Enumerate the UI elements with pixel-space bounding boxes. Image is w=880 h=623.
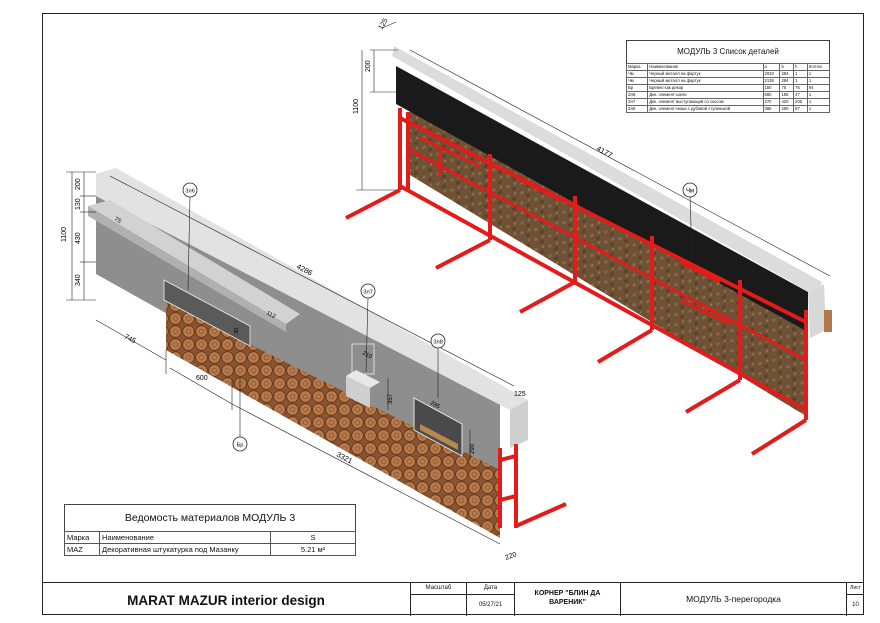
dim-slot: 30 [234,328,240,334]
parts-list-title: МОДУЛЬ 3 Список деталей [626,40,830,63]
plaster-end [510,400,528,448]
drawing-name: МОДУЛЬ 3-перегородка [686,594,781,604]
block-el7-top [346,370,380,388]
project-name: КОРНЕР "БЛИН ДА ВАРЕНИК" [534,590,601,606]
dim-front-h3: 430 [75,232,82,244]
callout-el7: Зл7 [360,283,376,299]
parts-list-table: МОДУЛЬ 3 Список деталей Марка Наименован… [625,40,831,113]
dim-shelf-112: 112 [265,310,277,320]
sheet-label: Лист [847,583,864,595]
dim-front-h1: 200 [75,178,82,190]
dim-front-h2: 130 [75,198,82,210]
date-cell: Дата 05/27/21 [466,583,514,616]
front-dimensions [66,171,515,545]
parts-header-name: Наименование [647,63,764,71]
dim-niche7-w: 210 [361,350,373,360]
dim-front-total-h: 1100 [61,227,68,242]
materials-header-row: Марка Наименование S [64,531,356,544]
svg-text:Зл6: Зл6 [185,189,195,195]
back-end-cap [808,284,826,338]
red-steel-frame-front [498,444,567,528]
dim-shelf-75: 75 [113,216,122,225]
dim-back-total-h: 1100 [353,99,360,114]
black-metal-apron [396,66,808,332]
callout-log: Бр [232,436,248,452]
callout-metal: Чм [682,182,698,198]
scale-label: Масштаб [411,583,466,595]
red-steel-frame-back [345,108,808,456]
dim-back-len: 4177 [595,144,614,160]
back-view [345,46,832,456]
top-shelf [88,200,300,324]
callout-el6: Зл6 [182,182,198,198]
dim-niche8-h: 290 [470,443,476,454]
log-stack [166,302,500,538]
plaster-top-strip [96,168,528,410]
materials-header-area: S [270,531,356,544]
dim-front-depth-bottom: 220 [504,551,517,562]
parts-header-a: a [762,63,781,71]
parts-header-h: h [793,63,808,71]
back-wood-post [824,310,832,332]
back-dimensions [356,21,831,277]
svg-text:Бр: Бр [237,443,244,449]
materials-header-name: Наименование [99,531,271,544]
dim-front-left: 745 [123,334,137,346]
dim-back-top-h: 200 [365,60,372,72]
scale-cell: Масштаб [410,583,466,616]
back-wall-surface [410,108,806,416]
callout-el8: Зл8 [430,333,446,349]
niche-el7-frame [351,343,375,375]
project-cell: КОРНЕР "БЛИН ДА ВАРЕНИК" [514,583,620,616]
dim-niche7-h: 357 [388,393,394,404]
niche-el6 [163,279,251,347]
title-block: MARAT MAZUR interior design Масштаб Дата… [42,582,864,616]
svg-text:Чм: Чм [686,189,694,195]
date-value: 05/27/21 [478,602,503,608]
sheet-number: 10 [852,602,859,608]
block-el7 [346,376,370,408]
materials-title: Ведомость материалов МОДУЛЬ 3 [64,504,356,531]
svg-text:Зл7: Зл7 [363,290,373,296]
dim-front-600: 600 [196,375,208,382]
table-row: MAZ Декоративная штукатурка под Мазанку … [64,543,356,556]
drawing-cell: МОДУЛЬ 3-перегородка [620,583,846,616]
date-label: Дата [467,583,514,595]
materials-table: Ведомость материалов МОДУЛЬ 3 Марка Наим… [64,504,356,556]
parts-header-mark: Марка [625,63,649,71]
apron-top-edge [392,46,822,296]
niche-el8-step [420,424,458,450]
dim-back-depth: 125 [378,17,390,31]
top-shelf-front [88,206,286,332]
dim-niche8-w: 285 [429,400,441,410]
dim-front-depth-top: 125 [514,391,526,398]
svg-text:Зл8: Зл8 [433,340,443,346]
dim-front-h4: 340 [75,274,82,286]
sheet-cell: Лист 10 [846,583,864,616]
parts-header-b: b [779,63,795,71]
sheet-frame [42,13,864,615]
front-view [88,168,567,538]
parts-header-qty: Кол-во [806,63,831,71]
materials-header-mark: Марка [64,531,100,544]
studio-name: MARAT MAZUR interior design [127,593,325,608]
parts-header-row: Марка Наименование a b h Кол-во [625,63,831,71]
